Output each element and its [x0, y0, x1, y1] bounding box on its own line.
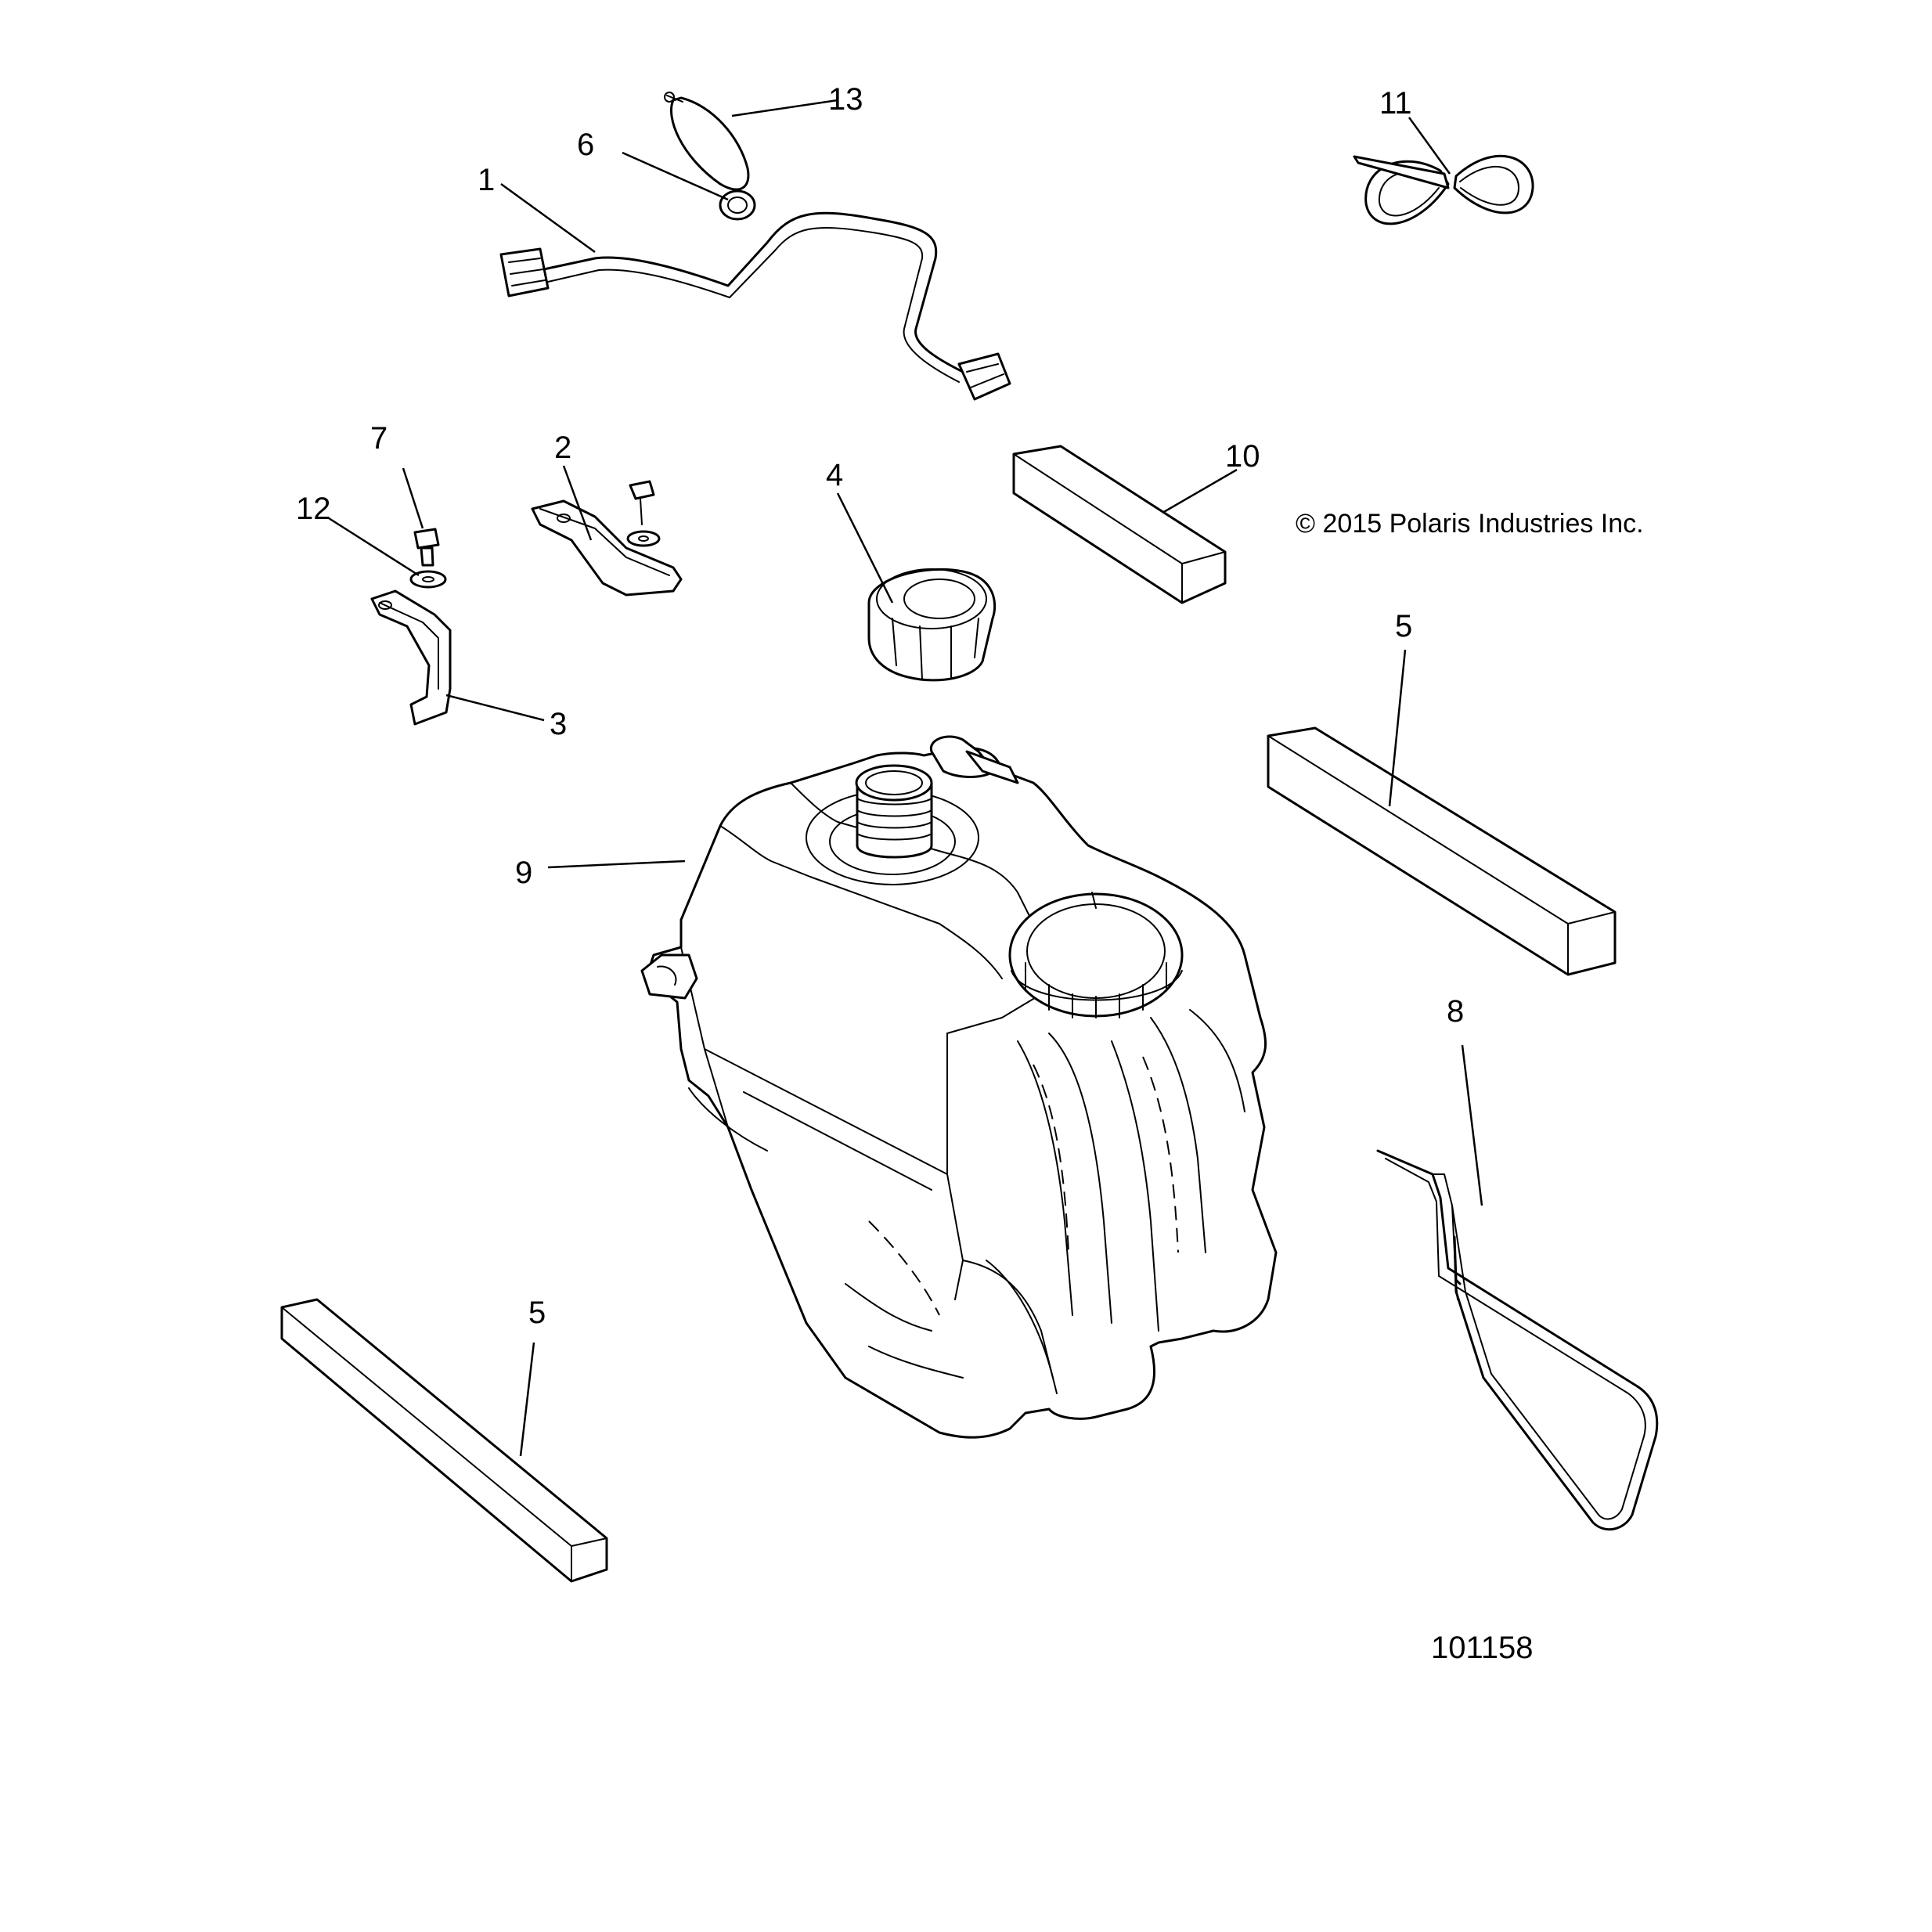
- part-6-grommet: [719, 189, 756, 221]
- part-10-foam-block: [1012, 445, 1227, 604]
- callout-1: 1: [478, 163, 495, 197]
- leader-7: [402, 467, 424, 529]
- leader-5-right: [1388, 649, 1407, 807]
- part-3-bracket: [370, 589, 452, 726]
- callout-6: 6: [577, 128, 594, 162]
- callout-3: 3: [550, 707, 567, 741]
- leader-3: [445, 694, 545, 722]
- part-1-vent-hose: [499, 211, 1011, 401]
- leader-2: [562, 465, 593, 541]
- callout-2: 2: [554, 431, 571, 465]
- leader-6: [622, 151, 729, 201]
- callout-11: 11: [1379, 86, 1412, 121]
- leader-13: [731, 99, 838, 117]
- figure-number: 101158: [1431, 1631, 1534, 1665]
- leader-1: [500, 182, 596, 254]
- callout-10: 10: [1225, 439, 1260, 474]
- callout-7: 7: [370, 421, 387, 456]
- callout-8: 8: [1447, 994, 1464, 1029]
- part-8-hose-loop: [1376, 1149, 1659, 1531]
- copyright-notice: © 2015 Polaris Industries Inc.: [1296, 509, 1644, 539]
- leader-12: [328, 517, 420, 577]
- part-11-cable-tie: [1353, 154, 1534, 225]
- leader-8: [1461, 1044, 1483, 1206]
- part-4-fuel-cap: [867, 568, 997, 682]
- callout-13: 13: [828, 82, 863, 117]
- leader-9: [547, 860, 686, 869]
- leader-lines: [328, 99, 1483, 1457]
- part-7-bolt: [413, 528, 440, 567]
- callout-9: 9: [515, 856, 532, 890]
- part-12-washer: [409, 570, 447, 589]
- part-5-foam-strip-left: [280, 1298, 608, 1583]
- part-5-foam-strip-right: [1267, 726, 1617, 976]
- leader-4: [836, 492, 894, 604]
- part-2-bracket: [531, 499, 683, 597]
- callout-12: 12: [296, 492, 331, 526]
- leader-5-left: [519, 1342, 535, 1457]
- callout-4: 4: [826, 458, 843, 492]
- callout-5-left: 5: [528, 1296, 546, 1330]
- leader-11: [1408, 117, 1451, 175]
- leader-10: [1162, 468, 1238, 514]
- callout-labels: 13 6 1 11 7 2 12 4 10 3 5 9 8 5: [296, 82, 1464, 1330]
- part-13-clamp: [664, 92, 750, 191]
- part-2-bolt: [626, 480, 661, 547]
- callout-5-right: 5: [1395, 609, 1412, 643]
- part-9-fuel-tank: [640, 735, 1278, 1439]
